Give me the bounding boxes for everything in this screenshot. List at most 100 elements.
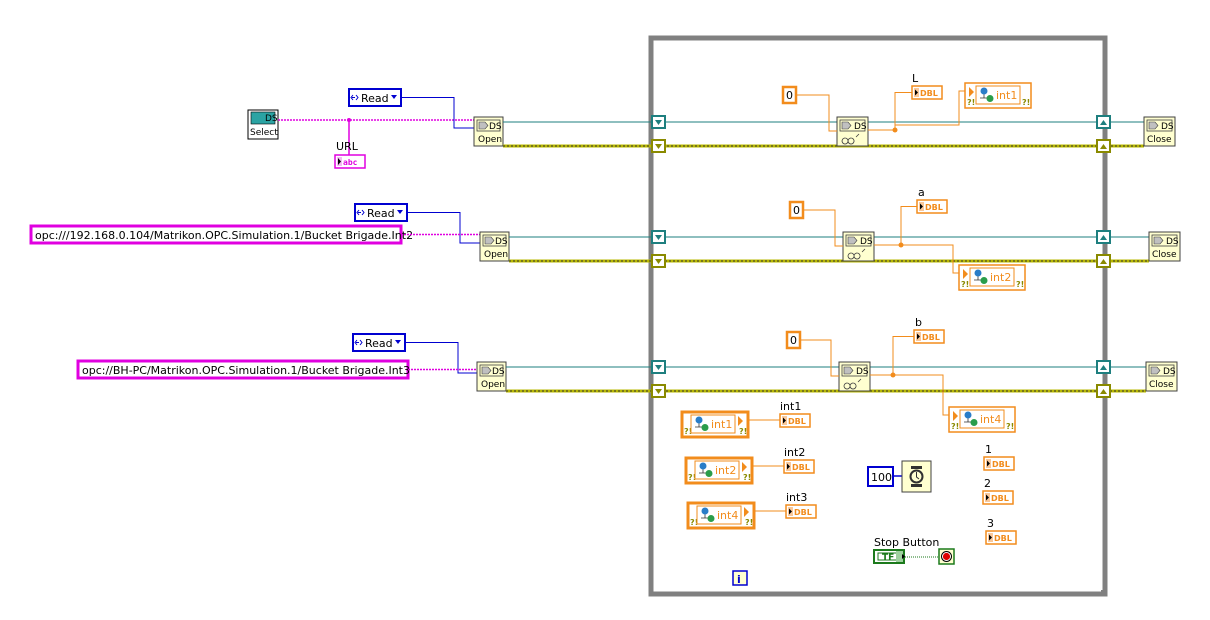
enum-wire xyxy=(407,212,480,244)
dbl-indicator[interactable]: DBL xyxy=(785,504,817,519)
warning-glyph: ?! xyxy=(684,427,692,436)
right-tunnel[interactable] xyxy=(1096,360,1111,374)
svg-text:i: i xyxy=(737,573,741,586)
stop-condition-terminal[interactable] xyxy=(938,548,955,565)
indicator-label: 2 xyxy=(984,477,991,490)
triangle-down-icon xyxy=(655,365,662,370)
left-tunnel[interactable] xyxy=(651,115,666,129)
shared-variable-read[interactable]: ?!?!int4 xyxy=(686,501,756,530)
dbl-type: DBL xyxy=(991,494,1009,503)
ds-badge: DS xyxy=(492,367,505,377)
chevron-down-icon[interactable] xyxy=(395,340,401,344)
right-tunnel[interactable] xyxy=(1096,115,1111,129)
right-tunnel[interactable] xyxy=(1096,254,1111,268)
read-node[interactable]: DS xyxy=(836,116,869,147)
timeout-constant[interactable]: 0 xyxy=(785,330,802,350)
arrow-icon xyxy=(953,411,958,421)
while-loop[interactable] xyxy=(648,35,1108,597)
numeric-wire xyxy=(901,244,959,274)
increment-arrows-icon xyxy=(354,339,363,346)
warning-glyph: ?! xyxy=(1016,280,1024,289)
datasocket-icon xyxy=(1150,366,1161,375)
mode-ring-value: Read xyxy=(367,207,395,220)
mode-ring-value: Read xyxy=(361,92,389,105)
network-globe-icon xyxy=(974,269,988,284)
dbl-indicator[interactable]: DBL xyxy=(985,530,1017,545)
dbl-indicator[interactable]: DBL xyxy=(911,85,943,100)
glasses-icon xyxy=(841,133,860,145)
shared-variable-write[interactable]: ?!?!int1 xyxy=(964,82,1032,109)
triangle-down-icon xyxy=(655,120,662,125)
numeric-wire xyxy=(803,209,843,247)
warning-glyph: ?! xyxy=(688,473,696,482)
input-arrow-icon xyxy=(789,508,792,515)
left-tunnel[interactable] xyxy=(651,384,666,398)
dbl-indicator[interactable]: DBL xyxy=(983,456,1015,471)
select-node[interactable]: DS Select xyxy=(247,109,279,140)
network-globe-icon xyxy=(695,416,709,431)
dbl-type: DBL xyxy=(922,333,940,342)
mode-ring[interactable]: Read xyxy=(348,88,402,107)
input-arrow-icon xyxy=(787,463,790,470)
wait-constant[interactable]: 100 xyxy=(867,466,894,487)
triangle-down-icon xyxy=(655,144,662,149)
dbl-indicator[interactable]: DBL xyxy=(783,459,815,474)
url-string-constant[interactable]: opc:///192.168.0.104/Matrikon.OPC.Simula… xyxy=(29,224,413,245)
stop-button-label: Stop Button xyxy=(874,536,939,549)
input-arrow-icon xyxy=(915,89,918,96)
right-tunnel[interactable] xyxy=(1096,230,1111,244)
wait-ms-node[interactable] xyxy=(901,460,932,493)
dbl-indicator[interactable]: DBL xyxy=(779,413,811,428)
shared-variable-write[interactable]: ?!?!int4 xyxy=(948,406,1016,433)
stop-button-terminal[interactable]: TF xyxy=(873,549,905,564)
warning-glyph: ?! xyxy=(690,518,698,527)
triangle-down-icon xyxy=(655,389,662,394)
iteration-terminal: i xyxy=(732,570,748,586)
url-string-constant[interactable]: opc://BH-PC/Matrikon.OPC.Simulation.1/Bu… xyxy=(76,359,410,380)
shared-variable-read[interactable]: ?!?!int1 xyxy=(680,410,750,439)
enum-wire xyxy=(401,97,474,129)
triangle-up-icon xyxy=(1100,259,1107,264)
read-node[interactable]: DS xyxy=(842,231,875,262)
timeout-constant[interactable]: 0 xyxy=(781,85,798,105)
read-node[interactable]: DS xyxy=(838,361,871,392)
shared-variable-name: int1 xyxy=(711,418,732,431)
triangle-down-icon xyxy=(655,259,662,264)
chevron-down-icon[interactable] xyxy=(397,210,403,214)
triangle-up-icon xyxy=(1100,365,1107,370)
numeric-wire xyxy=(800,339,839,377)
right-tunnel[interactable] xyxy=(1096,384,1111,398)
dbl-indicator[interactable]: DBL xyxy=(913,329,945,344)
shared-variable-name: int2 xyxy=(715,464,736,477)
left-tunnel[interactable] xyxy=(651,230,666,244)
dbl-type: DBL xyxy=(992,460,1010,469)
datasocket-icon xyxy=(843,366,854,375)
shared-variable-write[interactable]: ?!?!int2 xyxy=(958,264,1026,291)
shared-variable-read[interactable]: ?!?!int2 xyxy=(684,456,754,485)
warning-glyph: ?! xyxy=(745,518,753,527)
datasocket-icon xyxy=(1148,121,1159,130)
dbl-indicator[interactable]: DBL xyxy=(982,490,1014,505)
url-indicator[interactable]: abc xyxy=(334,154,366,169)
arrow-icon xyxy=(738,416,743,426)
left-tunnel[interactable] xyxy=(651,360,666,374)
chevron-down-icon[interactable] xyxy=(391,95,397,99)
left-tunnel[interactable] xyxy=(651,139,666,153)
right-tunnel[interactable] xyxy=(1096,139,1111,153)
left-tunnel[interactable] xyxy=(651,254,666,268)
indicator-label: 1 xyxy=(985,443,992,456)
mode-ring[interactable]: Read xyxy=(352,333,406,352)
input-arrow-icon xyxy=(917,333,920,340)
dbl-indicator[interactable]: DBL xyxy=(916,199,948,214)
timeout-constant[interactable]: 0 xyxy=(788,200,805,220)
mode-ring[interactable]: Read xyxy=(354,203,408,222)
ds-icon xyxy=(1146,119,1173,132)
